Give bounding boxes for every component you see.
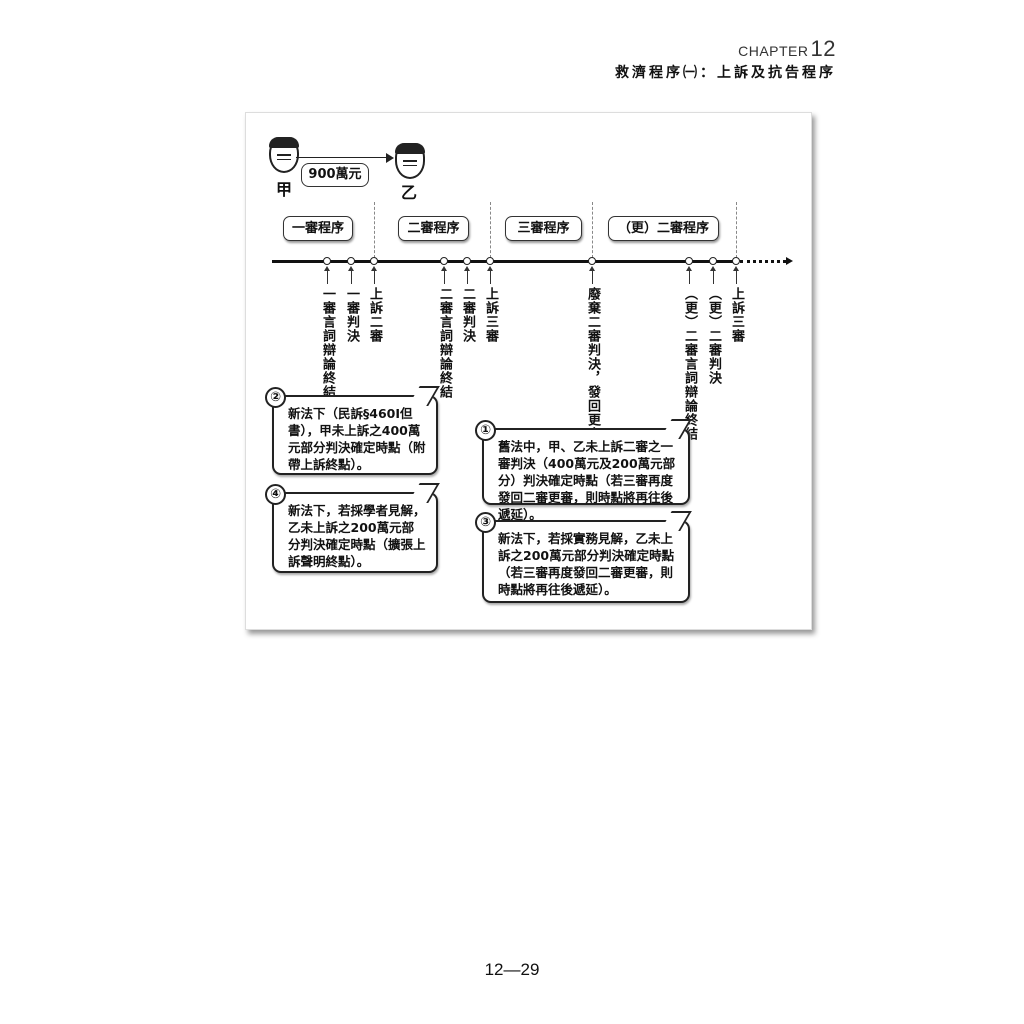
page-number: 12—29 <box>484 960 540 979</box>
up-arrow-icon <box>441 266 447 284</box>
event-label: 二審判決 <box>460 287 475 343</box>
callout-4: ④ 新法下，若採學者見解，乙未上訴之200萬元部分判決確定時點（擴張上訴聲明終點… <box>265 483 440 573</box>
divider-line <box>736 202 737 258</box>
callout-text: 新法下，若採實務見解，乙未上訴之200萬元部分判決確定時點（若三審再度發回二審更… <box>498 531 675 597</box>
timeline-node <box>463 257 471 265</box>
callout-text: 舊法中，甲、乙未上訴二審之一審判決（400萬元及200萬元部分）判決確定時點（若… <box>498 439 676 522</box>
divider-line <box>490 202 491 258</box>
timeline-node <box>370 257 378 265</box>
timeline-node <box>709 257 717 265</box>
party-b-label: 乙 <box>401 183 418 202</box>
event-label: （更）二審言詞辯論終結 <box>682 287 697 441</box>
callout-text: 新法下，若採學者見解，乙未上訴之200萬元部分判決確定時點（擴張上訴聲明終點）。 <box>288 503 426 569</box>
up-arrow-icon <box>371 266 377 284</box>
callout-number: ① <box>475 420 496 441</box>
timeline-node <box>486 257 494 265</box>
event-label: 一審判決 <box>344 287 359 343</box>
up-arrow-icon <box>348 266 354 284</box>
amount-badge: 900萬元 <box>301 163 369 187</box>
phase-second-instance: 二審程序 <box>398 216 469 241</box>
phase-retrial-second-instance: （更）二審程序 <box>608 216 719 241</box>
divider-line <box>374 202 375 258</box>
callout-1: ① 舊法中，甲、乙未上訴二審之一審判決（400萬元及200萬元部分）判決確定時點… <box>475 419 692 522</box>
up-arrow-icon <box>324 266 330 284</box>
up-arrow-icon <box>710 266 716 284</box>
arrow-head-icon <box>386 153 399 163</box>
chapter-word: CHAPTER <box>738 43 809 59</box>
up-arrow-icon <box>733 266 739 284</box>
chapter-number: 12 <box>810 36 836 61</box>
person-a-icon <box>269 137 299 173</box>
up-arrow-icon <box>686 266 692 284</box>
up-arrow-icon <box>464 266 470 284</box>
callout-3: ③ 新法下，若採實務見解，乙未上訴之200萬元部分判決確定時點（若三審再度發回二… <box>475 511 692 603</box>
timeline-continuation <box>740 260 786 263</box>
chapter-label: CHAPTER12 <box>738 36 836 62</box>
person-b-icon <box>395 143 425 179</box>
event-label: 一審言詞辯論終結 <box>320 287 335 399</box>
timeline-node <box>685 257 693 265</box>
event-label: 上訴三審 <box>729 287 744 343</box>
up-arrow-icon <box>487 266 493 284</box>
event-label: 上訴二審 <box>367 287 382 343</box>
callout-2: ② 新法下（民訴§460Ⅰ但書），甲未上訴之400萬元部分判決確定時點（附帶上訴… <box>265 386 440 475</box>
chapter-subtitle: 救濟程序㈠：上訴及抗告程序 <box>615 65 836 81</box>
callout-text: 新法下（民訴§460Ⅰ但書），甲未上訴之400萬元部分判決確定時點（附帶上訴終點… <box>288 406 426 472</box>
event-label: （更）二審判決 <box>706 287 721 385</box>
timeline-node <box>440 257 448 265</box>
event-label: 二審言詞辯論終結 <box>437 287 452 399</box>
callout-number: ② <box>265 387 286 408</box>
party-a-label: 甲 <box>276 180 293 199</box>
timeline-node <box>323 257 331 265</box>
timeline-axis <box>272 260 736 263</box>
timeline-node <box>347 257 355 265</box>
timeline-node <box>588 257 596 265</box>
event-label: 廢棄二審判決，發回更審 <box>585 287 600 441</box>
transfer-arrow <box>296 157 388 158</box>
phase-third-instance: 三審程序 <box>505 216 582 241</box>
phase-first-instance: 一審程序 <box>283 216 353 241</box>
event-label: 上訴三審 <box>483 287 498 343</box>
callout-number: ③ <box>475 512 496 533</box>
timeline-arrow-icon <box>786 257 797 265</box>
up-arrow-icon <box>589 266 595 284</box>
divider-line <box>592 202 593 258</box>
callout-number: ④ <box>265 484 286 505</box>
timeline-node <box>732 257 740 265</box>
